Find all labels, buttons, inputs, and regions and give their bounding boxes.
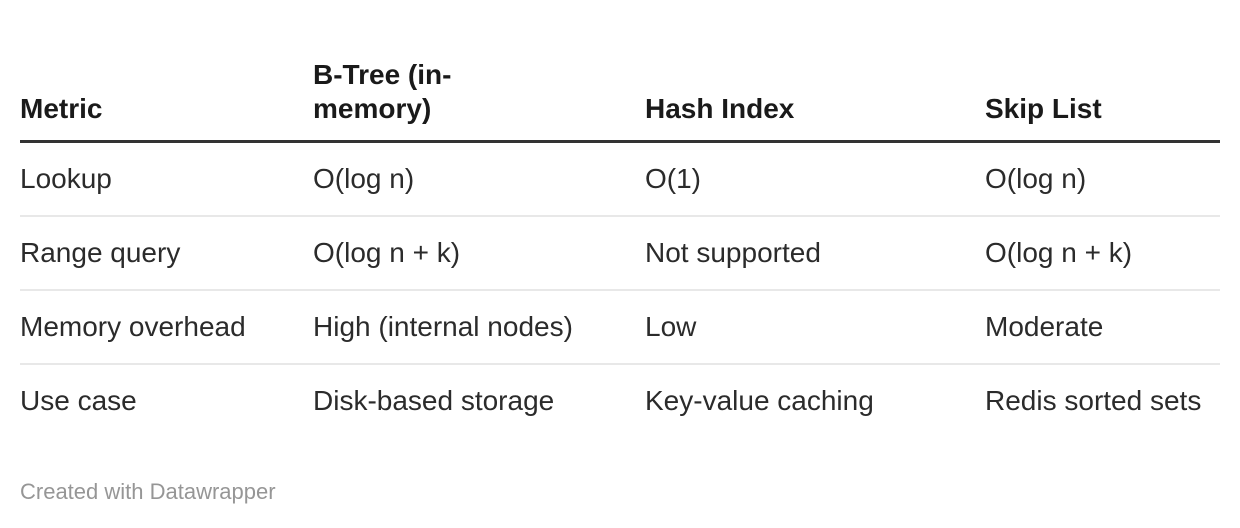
table-cell: O(log n + k) xyxy=(313,216,645,291)
table-cell: High (internal nodes) xyxy=(313,290,645,365)
table-header-row: Metric B-Tree (in-memory) Hash Index Ski… xyxy=(20,0,1220,143)
table-cell: O(1) xyxy=(645,141,985,217)
table-row-range-query: Range query O(log n + k) Not supported O… xyxy=(20,216,1220,291)
table-cell: Moderate xyxy=(985,290,1220,365)
table-cell: Memory overhead xyxy=(20,290,313,365)
table-cell: Not supported xyxy=(645,216,985,291)
col-header-metric: Metric xyxy=(20,0,313,143)
table-cell: Redis sorted sets xyxy=(985,385,1202,416)
table-cell: O(log n + k) xyxy=(985,216,1220,291)
col-header-label: Skip List xyxy=(985,93,1102,124)
col-header-skip-list: Skip List xyxy=(985,0,1220,143)
col-header-btree: B-Tree (in-memory) xyxy=(313,0,645,143)
table-cell: O(log n) xyxy=(985,141,1220,217)
col-header-hash-index: Hash Index xyxy=(645,0,985,143)
table-cell: O(log n) xyxy=(313,141,645,217)
table-row-memory-overhead: Memory overhead High (internal nodes) Lo… xyxy=(20,290,1220,365)
datawrapper-table-chart: Metric B-Tree (in-memory) Hash Index Ski… xyxy=(20,0,1220,504)
table-cell: Use case xyxy=(20,385,137,416)
col-header-label: B-Tree (in-memory) xyxy=(313,59,452,124)
table-cell: Low xyxy=(645,290,985,365)
table-row-use-case: Use case Disk-based storage Key-value ca… xyxy=(20,364,1220,437)
table-row-lookup: Lookup O(log n) O(1) O(log n) xyxy=(20,141,1220,217)
datawrapper-credit-link[interactable]: Created with Datawrapper xyxy=(20,479,276,504)
col-header-label: Metric xyxy=(20,93,103,124)
table-cell: Disk-based storage xyxy=(313,385,555,416)
comparison-table: Metric B-Tree (in-memory) Hash Index Ski… xyxy=(20,0,1220,437)
col-header-label: Hash Index xyxy=(645,93,795,124)
table-cell: Lookup xyxy=(20,141,313,217)
table-cell: Key-value caching xyxy=(645,385,874,416)
table-cell: Range query xyxy=(20,216,313,291)
